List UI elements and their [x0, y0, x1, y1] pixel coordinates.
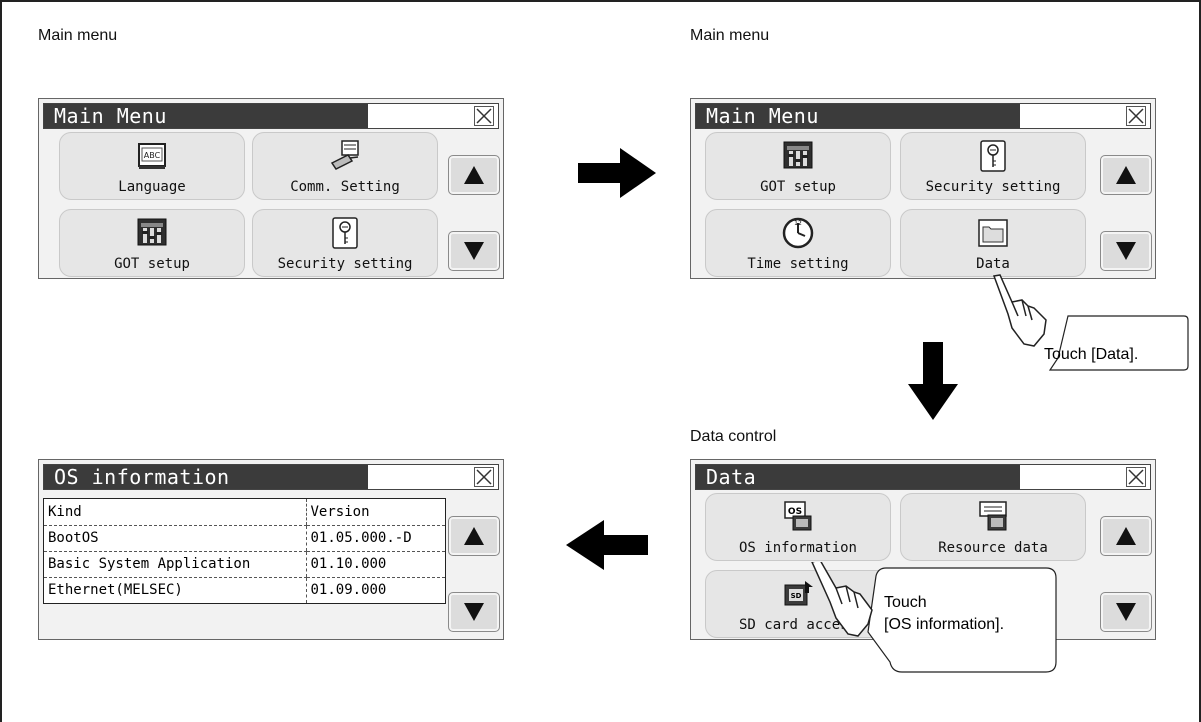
- pointing-hand-icon: [992, 274, 1047, 347]
- table-header-row: Kind Version: [44, 499, 445, 526]
- security-key-icon: [980, 140, 1006, 172]
- title-bar: Main Menu: [695, 103, 1151, 129]
- arrow-icon: [578, 148, 656, 198]
- title-bar: OS information: [43, 464, 499, 490]
- cell-version: 01.09.000: [305, 577, 445, 603]
- caption-main-menu-right: Main menu: [690, 27, 770, 44]
- arrow-icon: [566, 520, 648, 570]
- tile-label: Security setting: [925, 179, 1061, 195]
- cell-kind: BootOS: [44, 525, 306, 552]
- screen-title: Main Menu: [696, 104, 1020, 128]
- tile-security-setting[interactable]: Security setting: [900, 132, 1086, 200]
- triangle-up-icon: [464, 527, 484, 545]
- triangle-down-icon: [1116, 603, 1136, 621]
- close-button[interactable]: [1126, 467, 1146, 487]
- tile-label: Security setting: [277, 256, 413, 272]
- tile-got-setup[interactable]: GOT setup: [59, 209, 245, 277]
- tile-resource-data[interactable]: Resource data: [900, 493, 1086, 561]
- os-information-icon: OS: [784, 501, 812, 531]
- svg-text:12: 12: [794, 220, 802, 227]
- cell-kind: Ethernet(MELSEC): [48, 582, 183, 599]
- triangle-down-icon: [464, 603, 484, 621]
- triangle-down-icon: [464, 242, 484, 260]
- folder-icon: [978, 219, 1008, 247]
- touch-data-callout: [992, 274, 1189, 371]
- os-version-table: Kind Version BootOS 01.05.000.-D Basic S…: [43, 498, 446, 604]
- touch-os-label-line1: Touch: [884, 594, 927, 611]
- comm-setting-icon: [330, 140, 359, 170]
- tile-label: Resource data: [938, 540, 1048, 556]
- tile-label: Language: [118, 179, 186, 195]
- scroll-up-button[interactable]: [448, 516, 500, 556]
- tile-got-setup[interactable]: GOT setup: [705, 132, 891, 200]
- table-row: Ethernet(MELSEC) 01.09.000: [44, 577, 445, 603]
- tile-label: SD card access: [738, 617, 857, 633]
- close-icon: [1128, 108, 1144, 124]
- close-icon: [1128, 469, 1144, 485]
- scroll-down-button[interactable]: [448, 231, 500, 271]
- screen-title: Main Menu: [44, 104, 368, 128]
- got-setup-icon: [137, 218, 167, 246]
- scroll-up-button[interactable]: [448, 155, 500, 195]
- pointing-hand-icon: [811, 562, 873, 637]
- tile-comm-setting[interactable]: Comm. Setting: [252, 132, 438, 200]
- resource-data-icon: [979, 501, 1007, 531]
- svg-text:SD: SD: [791, 592, 802, 600]
- os-version-table-grid: Kind Version BootOS 01.05.000.-D Basic S…: [44, 499, 445, 603]
- close-button[interactable]: [474, 106, 494, 126]
- triangle-up-icon: [464, 166, 484, 184]
- scroll-down-button[interactable]: [1100, 231, 1152, 271]
- tile-label: GOT setup: [760, 179, 836, 195]
- tile-label: Time setting: [747, 256, 849, 272]
- tile-label: Comm. Setting: [290, 179, 400, 195]
- tile-security-setting[interactable]: Security setting: [252, 209, 438, 277]
- triangle-up-icon: [1116, 527, 1136, 545]
- close-icon: [476, 108, 492, 124]
- scroll-down-button[interactable]: [1100, 592, 1152, 632]
- touch-os-information-callout: [811, 562, 1057, 673]
- sd-card-icon: SD: [784, 581, 813, 606]
- caption-data-control: Data control: [690, 428, 777, 445]
- arrow-icon: [908, 342, 958, 420]
- tile-data[interactable]: Data: [900, 209, 1086, 277]
- tile-label: Data: [976, 256, 1010, 272]
- close-button[interactable]: [474, 467, 494, 487]
- svg-text:OS: OS: [788, 507, 802, 517]
- table-row: BootOS 01.05.000.-D: [44, 525, 445, 552]
- touch-data-label: Touch [Data].: [1044, 346, 1139, 363]
- got-setup-icon: [783, 141, 813, 169]
- title-bar: Data: [695, 464, 1151, 490]
- os-information-screen: OS information Kind Version BootOS 01.05…: [38, 459, 504, 640]
- screen-title: Data: [696, 465, 1020, 489]
- main-menu-screen-1: Main Menu ABC Language Comm. Setting GOT: [38, 98, 504, 279]
- tile-time-setting[interactable]: 12 Time setting: [705, 209, 891, 277]
- column-header-version: Version: [305, 499, 445, 526]
- scroll-up-button[interactable]: [1100, 155, 1152, 195]
- triangle-up-icon: [1116, 166, 1136, 184]
- tile-language[interactable]: ABC Language: [59, 132, 245, 200]
- cell-version: 01.10.000: [305, 551, 445, 578]
- tile-label: GOT setup: [114, 256, 190, 272]
- close-icon: [476, 469, 492, 485]
- svg-text:ABC: ABC: [144, 151, 161, 160]
- main-menu-screen-2: Main Menu GOT setup Security setting 12: [690, 98, 1156, 279]
- caption-main-menu-left: Main menu: [38, 27, 118, 44]
- tile-os-information[interactable]: OS OS information: [705, 493, 891, 561]
- table-row: Basic System Application 01.10.000: [44, 551, 445, 578]
- triangle-down-icon: [1116, 242, 1136, 260]
- title-bar: Main Menu: [43, 103, 499, 129]
- column-header-kind: Kind: [44, 499, 306, 526]
- language-icon: ABC: [138, 143, 166, 169]
- clock-icon: 12: [782, 217, 814, 249]
- screen-title: OS information: [44, 465, 368, 489]
- close-button[interactable]: [1126, 106, 1146, 126]
- cell-version: 01.05.000.-D: [305, 525, 445, 552]
- security-key-icon: [332, 217, 358, 249]
- scroll-up-button[interactable]: [1100, 516, 1152, 556]
- touch-os-label-line2: [OS information].: [884, 616, 1005, 633]
- tile-label: OS information: [738, 540, 857, 556]
- scroll-down-button[interactable]: [448, 592, 500, 632]
- cell-kind: Basic System Application: [44, 551, 306, 578]
